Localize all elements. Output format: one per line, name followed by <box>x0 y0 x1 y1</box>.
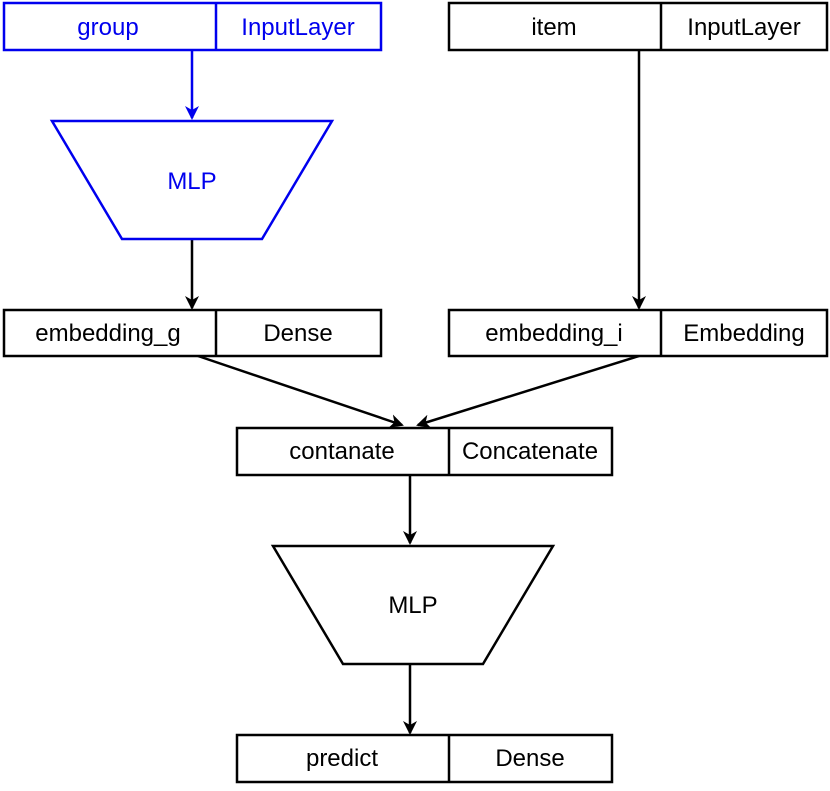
node-embedding-g-type: Dense <box>263 320 332 347</box>
node-predict-name: predict <box>306 745 378 772</box>
node-group-box <box>2 1 383 52</box>
node-mlp-top-label: MLP <box>167 168 216 195</box>
node-mlp-bottom-shape <box>270 544 556 666</box>
node-embedding-i-type: Embedding <box>683 320 804 347</box>
node-concat: contanate Concatenate <box>235 426 614 477</box>
edges <box>185 50 646 735</box>
edge-embedding-g-to-concat <box>197 354 404 428</box>
node-mlp-bottom: MLP <box>270 544 556 666</box>
node-mlp-top-shape <box>49 119 335 241</box>
node-item-type: InputLayer <box>687 14 800 41</box>
node-group: group InputLayer <box>2 1 383 52</box>
node-embedding-g-name: embedding_g <box>35 320 180 347</box>
edge-embedding-i-to-concat <box>416 354 640 429</box>
node-embedding-g: embedding_g Dense <box>2 308 383 358</box>
node-predict-type: Dense <box>495 745 564 772</box>
node-predict: predict Dense <box>235 733 614 784</box>
node-item-name: item <box>531 14 576 41</box>
node-embedding-i-box <box>447 308 829 358</box>
node-group-type: InputLayer <box>241 14 354 41</box>
node-embedding-i: embedding_i Embedding <box>447 308 829 358</box>
node-group-name: group <box>77 14 138 41</box>
node-item: item InputLayer <box>447 1 829 52</box>
node-item-box <box>447 1 829 52</box>
node-embedding-i-name: embedding_i <box>485 320 622 347</box>
node-mlp-top: MLP <box>49 119 335 241</box>
node-embedding-g-box <box>2 308 383 358</box>
node-predict-box <box>235 733 614 784</box>
node-concat-name: contanate <box>289 438 394 465</box>
node-concat-box <box>235 426 614 477</box>
node-concat-type: Concatenate <box>462 438 598 465</box>
node-mlp-bottom-label: MLP <box>388 592 437 619</box>
